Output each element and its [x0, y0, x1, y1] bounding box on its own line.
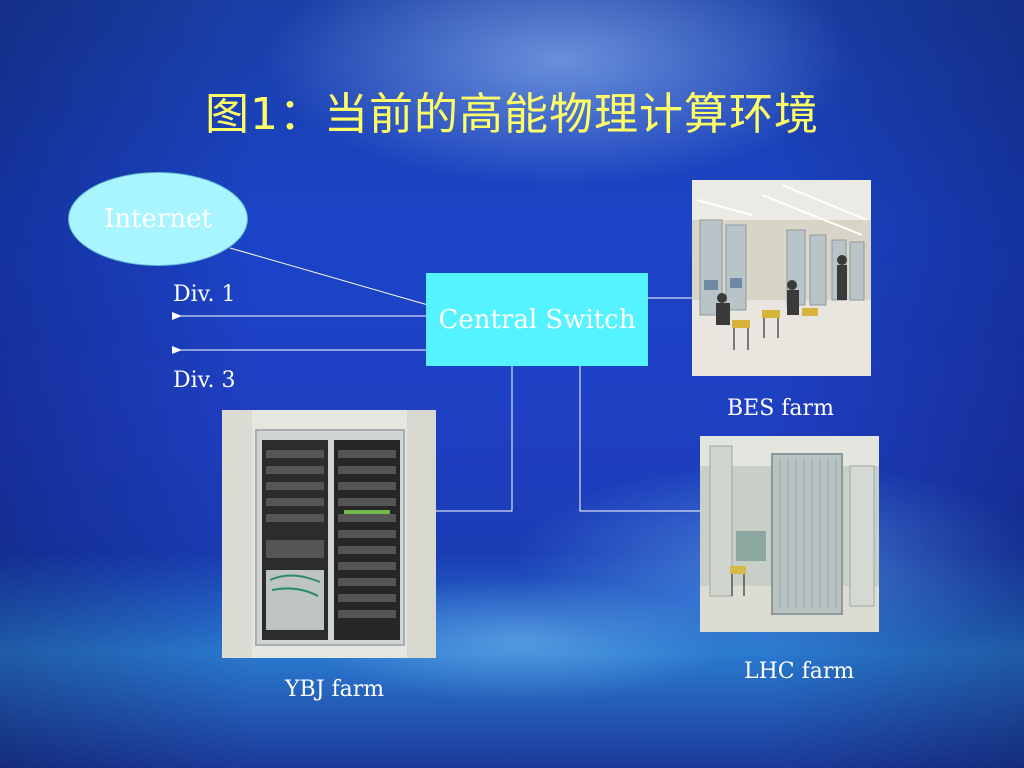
central-switch-node: Central Switch [426, 273, 648, 366]
lhc-farm-photo [700, 436, 879, 632]
div3-label: Div. 3 [173, 368, 236, 393]
ybj-farm-photo [222, 410, 436, 658]
slide-title: 图1：当前的高能物理计算环境 [205, 89, 819, 140]
bes-farm-label: BES farm [727, 396, 834, 421]
lhc-farm-label: LHC farm [744, 659, 855, 684]
central-switch-label: Central Switch [438, 304, 636, 335]
internet-node: Internet [68, 172, 248, 266]
bes-farm-photo [692, 180, 871, 376]
switch-ybj-line [436, 366, 513, 512]
switch-lhc-line [579, 366, 700, 512]
ybj-farm-label: YBJ farm [285, 677, 385, 702]
internet-label: Internet [104, 204, 212, 234]
div1-label: Div. 1 [173, 282, 236, 307]
internet-switch-line [229, 247, 429, 306]
